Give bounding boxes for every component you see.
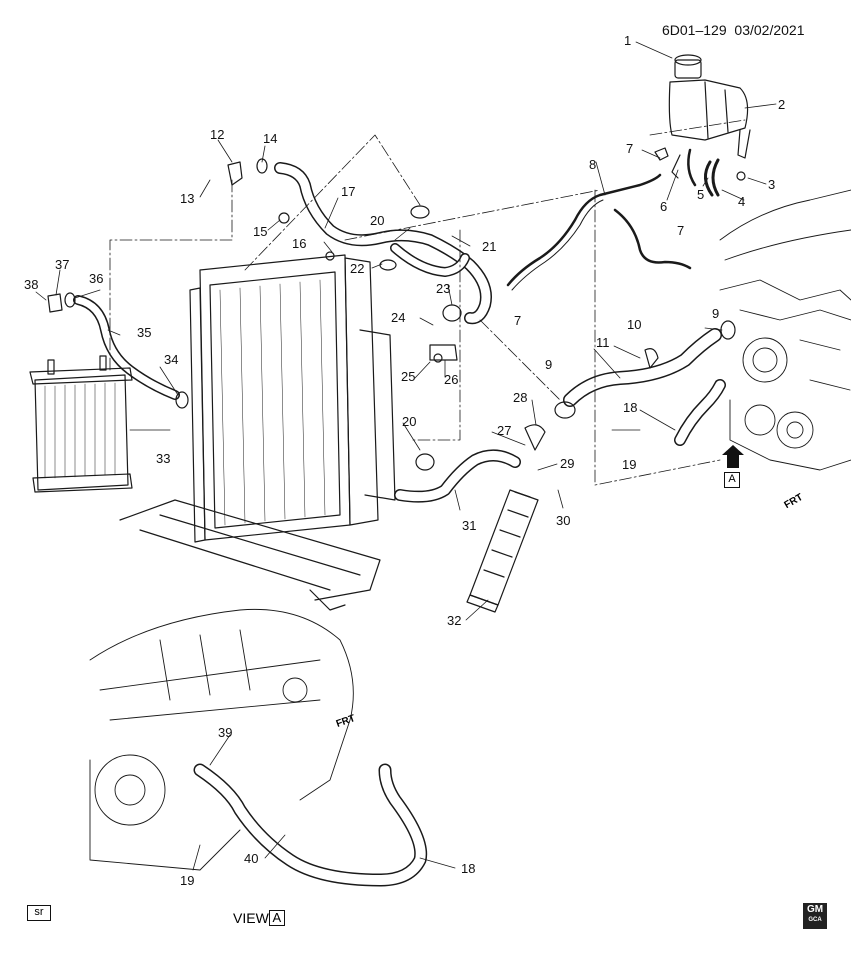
view-a-arrow-icon	[722, 445, 744, 468]
callout-10: 10	[627, 317, 642, 332]
bracket-26	[429, 344, 458, 361]
callout-30: 30	[556, 513, 571, 528]
guide-lines	[109, 119, 746, 486]
callout-29: 29	[560, 456, 575, 471]
callout-37: 37	[55, 257, 70, 272]
callout-26: 26	[444, 372, 459, 387]
callout-11: 11	[596, 335, 610, 350]
callout-7-b: 7	[677, 223, 685, 238]
drawing-date: 03/02/2021	[734, 22, 805, 38]
callout-18-b: 18	[461, 861, 476, 876]
callout-16: 16	[292, 236, 307, 251]
callout-35: 35	[137, 325, 152, 340]
view-marker-box: A	[724, 472, 740, 488]
corner-tag: sr	[27, 905, 51, 921]
callout-22: 22	[350, 261, 365, 276]
view-label-letter: A	[268, 910, 285, 926]
callout-23: 23	[436, 281, 451, 296]
callout-21: 21	[482, 239, 497, 254]
callout-1: 1	[624, 33, 632, 48]
callout-36: 36	[89, 271, 104, 286]
heater-core	[29, 355, 133, 493]
callout-31: 31	[462, 518, 477, 533]
callout-4: 4	[738, 194, 746, 209]
callout-6: 6	[660, 199, 668, 214]
callout-3: 3	[768, 177, 776, 192]
coolant-reservoir	[668, 54, 751, 159]
callout-20-a: 20	[370, 213, 385, 228]
callout-9-b: 9	[545, 357, 553, 372]
callout-19-a: 19	[622, 457, 637, 472]
reservoir-fittings	[654, 147, 746, 197]
lower-frame	[119, 499, 381, 611]
drawing-code-header: 6D01–129 03/02/2021	[662, 22, 804, 38]
engine-right	[719, 189, 851, 471]
fitting-28	[524, 424, 546, 451]
callout-5: 5	[697, 187, 705, 202]
fitting-37	[47, 293, 63, 313]
fitting-12	[227, 161, 243, 186]
callout-20-b: 20	[402, 414, 417, 429]
callout-7-a: 7	[626, 141, 634, 156]
callout-14: 14	[263, 131, 278, 146]
hose-8-inner	[511, 199, 604, 291]
callout-34: 34	[164, 352, 179, 367]
leader-lines	[35, 41, 777, 871]
callout-38: 38	[24, 277, 39, 292]
callout-17: 17	[341, 184, 356, 199]
callout-19-b: 19	[180, 873, 195, 888]
callout-39: 39	[218, 725, 233, 740]
callout-13: 13	[180, 191, 195, 206]
callout-18-a: 18	[623, 400, 638, 415]
callout-9-a: 9	[712, 306, 720, 321]
callout-12: 12	[210, 127, 225, 142]
gm-logo: GM GCA	[803, 903, 827, 929]
callout-32: 32	[447, 613, 462, 628]
view-label-text: VIEW	[233, 910, 269, 926]
callout-40: 40	[244, 851, 259, 866]
callout-33: 33	[156, 451, 171, 466]
callout-2: 2	[778, 97, 786, 112]
oil-cooler	[466, 489, 539, 613]
drawing-code: 6D01–129	[662, 22, 727, 38]
radiator	[189, 254, 396, 543]
callout-27: 27	[497, 423, 512, 438]
gm-logo-text: GM	[806, 904, 824, 915]
callout-7-c: 7	[514, 313, 522, 328]
engine-lower	[89, 608, 354, 871]
hose-8	[506, 173, 662, 287]
sensor-10	[644, 348, 659, 369]
hose-8-branch	[613, 208, 692, 270]
callout-24: 24	[391, 310, 406, 325]
callout-8: 8	[589, 157, 597, 172]
callout-15: 15	[253, 224, 268, 239]
gm-logo-subtext: GCA	[808, 917, 822, 923]
callout-28: 28	[513, 390, 528, 405]
callout-25: 25	[401, 369, 416, 384]
